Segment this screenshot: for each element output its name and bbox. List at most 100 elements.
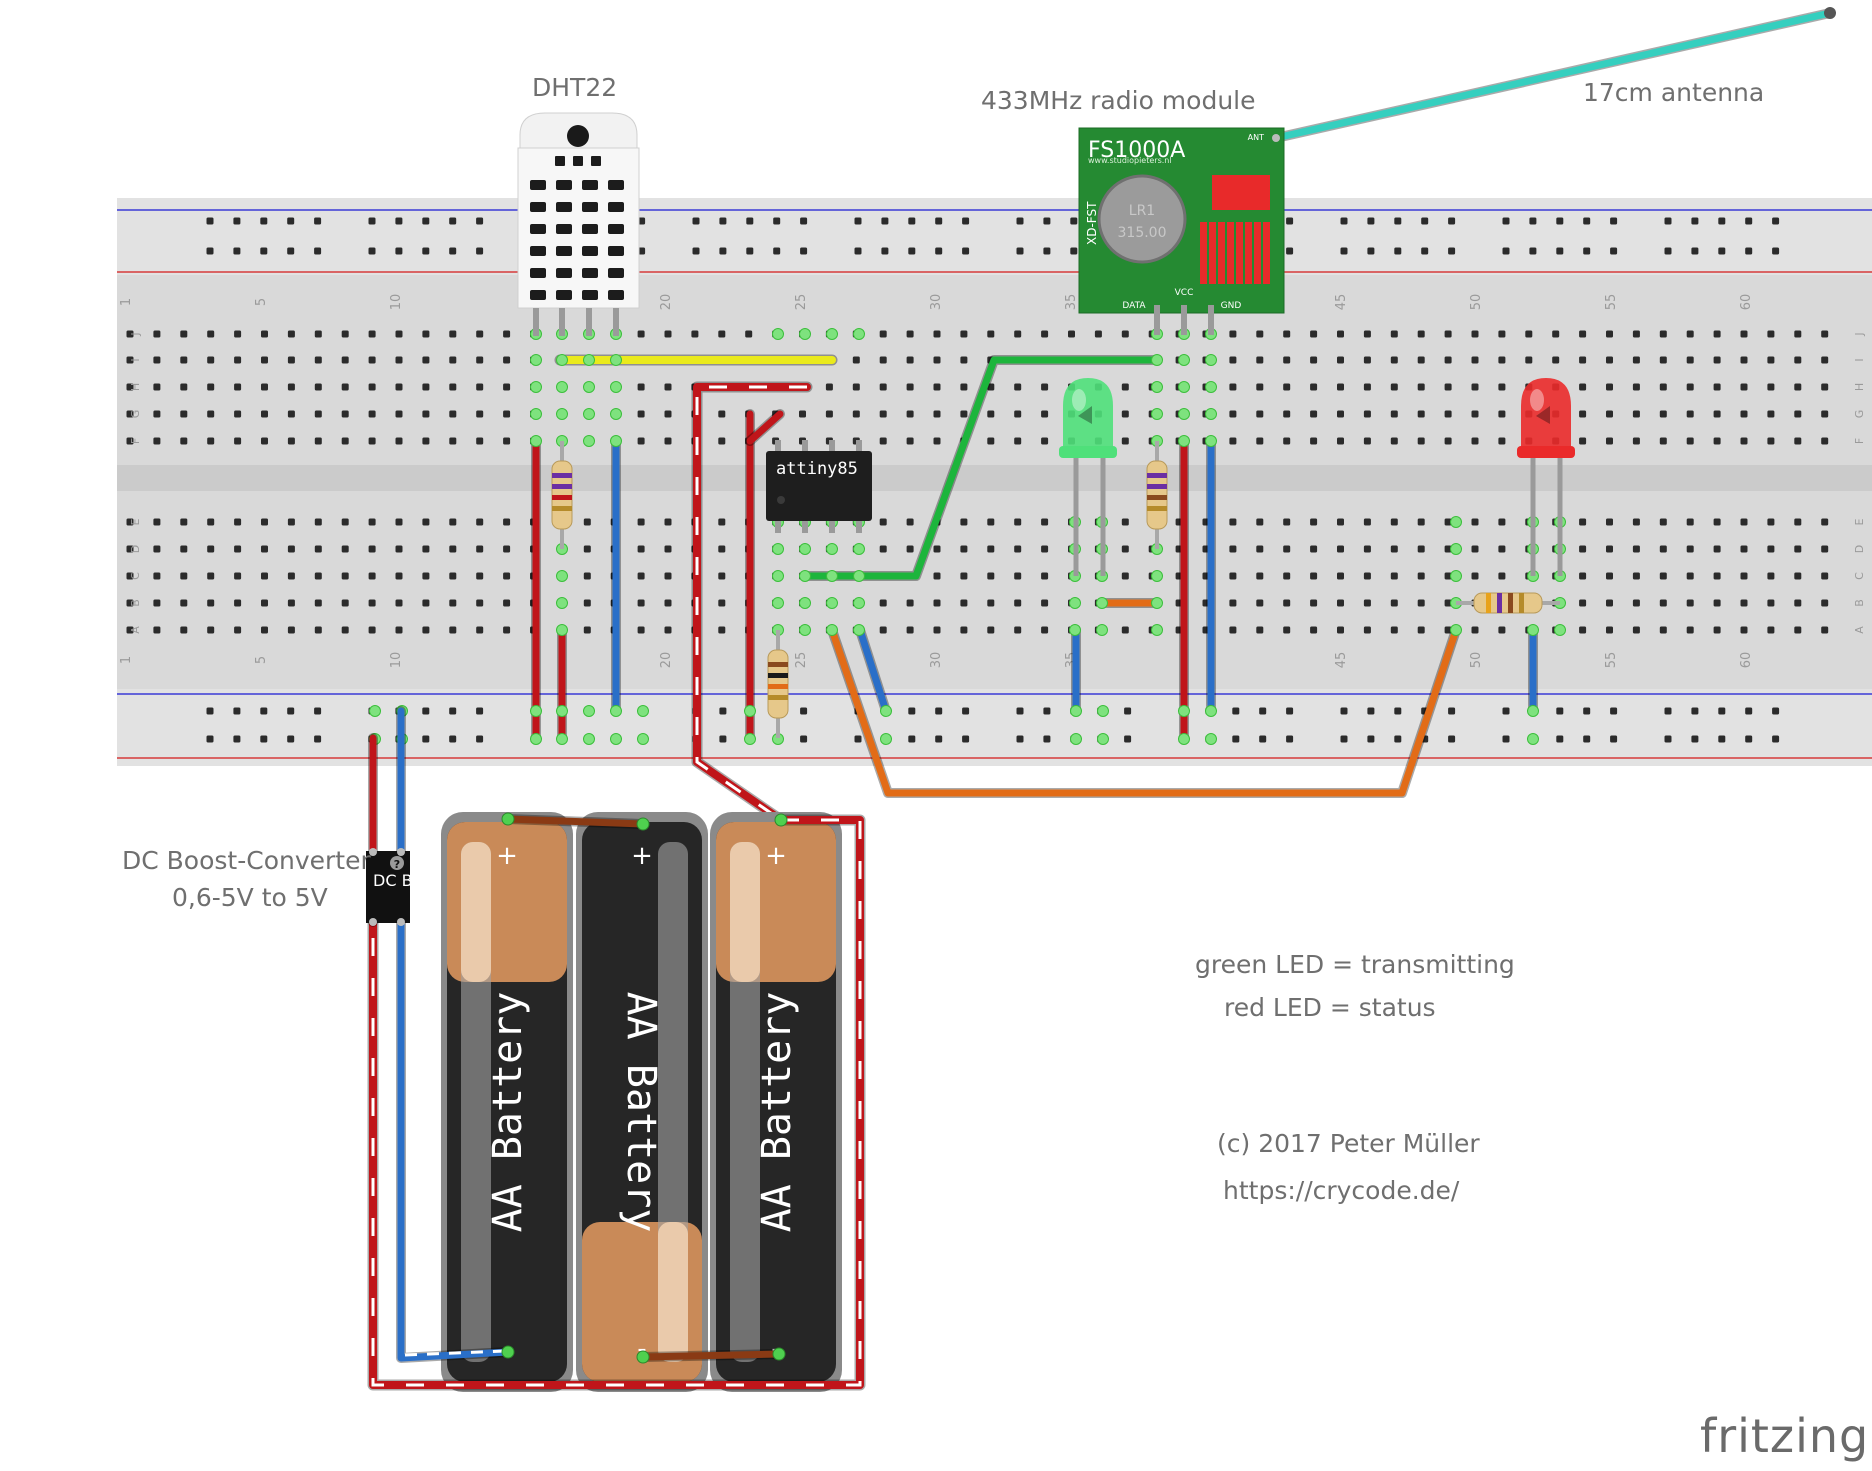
breadboard-hole bbox=[126, 518, 134, 526]
dht22-vent bbox=[556, 202, 572, 212]
boost-pad bbox=[397, 848, 405, 856]
breadboard-hole bbox=[1229, 626, 1237, 634]
breadboard-hole bbox=[987, 383, 995, 391]
connection-dot bbox=[556, 733, 568, 745]
breadboard-hole bbox=[1471, 330, 1479, 338]
dht22-pullup-resistor-band bbox=[552, 506, 572, 511]
rail-hole bbox=[1367, 735, 1375, 743]
attiny-pin bbox=[829, 440, 835, 456]
breadboard-hole bbox=[1283, 518, 1291, 526]
rail-hole bbox=[1583, 735, 1591, 743]
rail-hole bbox=[422, 217, 430, 225]
connection-dot bbox=[583, 381, 595, 393]
breadboard-hole bbox=[1686, 356, 1694, 364]
column-number-top: 45 bbox=[1334, 294, 1349, 311]
green-led-resistor-band bbox=[1147, 484, 1167, 489]
red-wire-battery-positive bbox=[691, 381, 813, 826]
breadboard-hole bbox=[1659, 383, 1667, 391]
breadboard-hole bbox=[261, 545, 268, 553]
rail-hole bbox=[1448, 217, 1456, 225]
rf-pin bbox=[1181, 305, 1187, 335]
row-letter-left: H bbox=[129, 383, 142, 391]
breadboard-hole bbox=[153, 383, 161, 391]
rail-hole bbox=[908, 707, 916, 715]
breadboard-hole bbox=[1337, 356, 1344, 364]
breadboard-hole bbox=[153, 410, 161, 418]
breadboard-hole bbox=[314, 572, 322, 580]
orange-wire-long bbox=[827, 625, 1461, 798]
breadboard-hole bbox=[1363, 383, 1371, 391]
rail-hole bbox=[1286, 735, 1294, 743]
breadboard-hole bbox=[1014, 410, 1022, 418]
breadboard-hole bbox=[126, 626, 134, 634]
breadboard-hole bbox=[503, 518, 511, 526]
breadboard-hole bbox=[1121, 437, 1129, 445]
rail-hole bbox=[1043, 707, 1051, 715]
breadboard-hole bbox=[1794, 356, 1802, 364]
breadboard-hole bbox=[1417, 572, 1425, 580]
breadboard-hole bbox=[879, 518, 887, 526]
rail-hole bbox=[206, 247, 214, 255]
rail-hole bbox=[773, 247, 781, 255]
rail-hole bbox=[1772, 247, 1780, 255]
rail-hole bbox=[449, 217, 457, 225]
breadboard-hole bbox=[1632, 356, 1640, 364]
connection-dot bbox=[799, 570, 811, 582]
rail-hole bbox=[692, 217, 700, 225]
green-led-resistor-band bbox=[1147, 506, 1167, 511]
breadboard-hole bbox=[422, 572, 430, 580]
battery-link-top-core bbox=[504, 815, 647, 828]
rail-hole bbox=[1502, 707, 1510, 715]
rail-hole bbox=[800, 217, 808, 225]
breadboard-hole bbox=[314, 518, 322, 526]
breadboard-hole bbox=[1229, 330, 1237, 338]
breadboard-hole bbox=[1310, 437, 1318, 445]
connection-dot bbox=[1097, 705, 1109, 717]
breadboard-hole bbox=[261, 626, 268, 634]
dht22-pin bbox=[559, 308, 565, 336]
rail-hole bbox=[1610, 217, 1618, 225]
connection-dot bbox=[1205, 381, 1217, 393]
connection-dot bbox=[530, 733, 542, 745]
breadboard-hole bbox=[1283, 626, 1291, 634]
breadboard-hole bbox=[314, 626, 322, 634]
breadboard-hole bbox=[879, 626, 887, 634]
breadboard-hole bbox=[745, 330, 753, 338]
breadboard-hole bbox=[1310, 356, 1318, 364]
breadboard-hole bbox=[1310, 410, 1318, 418]
breadboard-hole bbox=[1713, 410, 1721, 418]
breadboard-hole bbox=[207, 626, 215, 634]
breadboard-hole bbox=[422, 356, 430, 364]
breadboard-hole bbox=[1767, 330, 1775, 338]
row-letter-left: C bbox=[129, 572, 142, 580]
boost-pad bbox=[369, 848, 377, 856]
breadboard-hole bbox=[1659, 437, 1667, 445]
breadboard-hole bbox=[664, 383, 672, 391]
row-letter-left: F bbox=[129, 438, 142, 444]
rail-hole bbox=[1124, 735, 1132, 743]
breadboard-hole bbox=[476, 330, 484, 338]
breadboard-hole bbox=[1390, 626, 1398, 634]
rf-coil-turn bbox=[1254, 222, 1261, 284]
breadboard-hole bbox=[1229, 572, 1237, 580]
breadboard-hole bbox=[1444, 545, 1452, 553]
breadboard-hole bbox=[1713, 626, 1721, 634]
breadboard-hole bbox=[1659, 356, 1667, 364]
breadboard-hole bbox=[1632, 599, 1640, 607]
breadboard-hole bbox=[1579, 437, 1587, 445]
dht22-pin bbox=[533, 308, 539, 336]
rail-hole bbox=[1529, 247, 1537, 255]
blue-wire-battery-negative bbox=[396, 917, 513, 1363]
connection-dot bbox=[1527, 705, 1539, 717]
rail-hole bbox=[1772, 707, 1780, 715]
dht22-vent bbox=[530, 180, 546, 190]
breadboard-hole bbox=[1659, 518, 1667, 526]
breadboard-hole bbox=[287, 383, 295, 391]
red-led-rim bbox=[1517, 446, 1575, 458]
breadboard-hole bbox=[1471, 356, 1479, 364]
breadboard-hole bbox=[1740, 383, 1748, 391]
breadboard-hole bbox=[960, 383, 968, 391]
breadboard-hole bbox=[1794, 599, 1802, 607]
breadboard-hole bbox=[234, 356, 242, 364]
breadboard-hole bbox=[1256, 356, 1264, 364]
